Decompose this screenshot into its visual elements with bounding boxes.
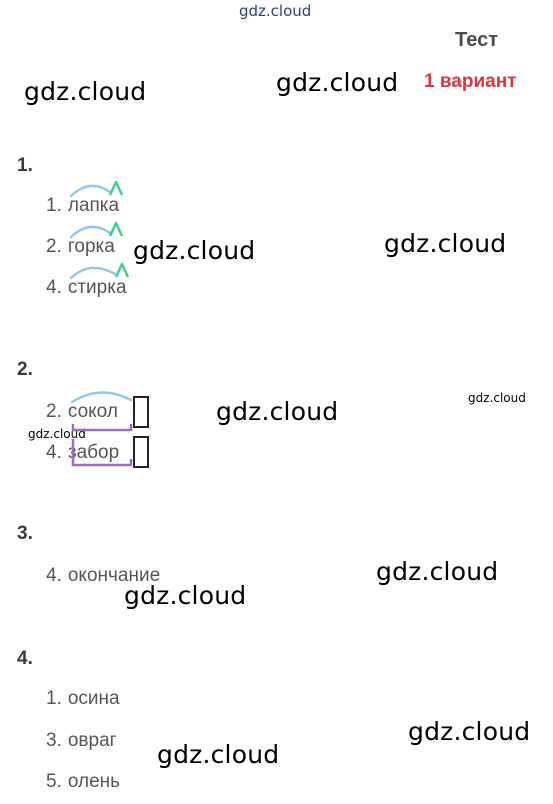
- answer-item: 2.сокол: [46, 401, 118, 423]
- answer-item: 4.окончание: [46, 565, 160, 587]
- question-number: 2.: [17, 359, 33, 380]
- suffix-mark: [108, 180, 124, 196]
- watermark: gdz.cloud: [408, 717, 531, 746]
- watermark-small: gdz.cloud: [468, 391, 526, 405]
- answer-word: олень: [67, 771, 121, 792]
- answer-word: стирка: [67, 277, 127, 298]
- watermark: gdz.cloud: [133, 236, 256, 265]
- watermark: gdz.cloud: [276, 68, 399, 97]
- answer-word: забор: [67, 442, 120, 463]
- question-number: 1.: [17, 155, 33, 176]
- watermark: gdz.cloud: [24, 77, 147, 106]
- suffix-mark: [108, 221, 124, 237]
- answer-item: 2.горка: [46, 236, 115, 258]
- answer-item: 4.забор: [46, 442, 119, 464]
- watermark: gdz.cloud: [376, 557, 499, 586]
- answer-item: 1.осина: [46, 688, 120, 710]
- question-number: 4.: [17, 648, 33, 669]
- answer-number: 2.: [46, 236, 62, 257]
- answer-number: 4.: [46, 442, 62, 463]
- page-title: Тест: [455, 29, 498, 51]
- answer-item: 4.стирка: [46, 277, 127, 299]
- answer-number: 4.: [46, 277, 62, 298]
- watermark-top: gdz.cloud: [239, 2, 312, 20]
- answer-word: овраг: [67, 730, 117, 751]
- answer-item: 1.лапка: [46, 195, 119, 217]
- ending-box: [133, 396, 149, 428]
- question-number: 3.: [17, 523, 33, 544]
- answer-word: окончание: [67, 565, 161, 586]
- answer-word: горка: [67, 236, 115, 257]
- answer-word: осина: [67, 688, 120, 709]
- answer-number: 4.: [46, 565, 62, 586]
- variant-label: 1 вариант: [424, 71, 517, 92]
- answer-number: 1.: [46, 688, 62, 709]
- answer-number: 1.: [46, 195, 62, 216]
- watermark: gdz.cloud: [157, 740, 280, 769]
- answer-number: 5.: [46, 771, 62, 792]
- answer-word: сокол: [67, 401, 118, 422]
- answer-number: 3.: [46, 730, 62, 751]
- ending-box: [133, 436, 149, 468]
- suffix-mark: [114, 262, 130, 278]
- answer-word: лапка: [67, 195, 120, 216]
- watermark-small: gdz.cloud: [28, 427, 86, 441]
- answer-item: 3.овраг: [46, 730, 117, 752]
- answer-number: 2.: [46, 401, 62, 422]
- watermark: gdz.cloud: [216, 397, 339, 426]
- watermark: gdz.cloud: [124, 581, 247, 610]
- answer-item: 5.олень: [46, 771, 120, 793]
- watermark: gdz.cloud: [384, 229, 507, 258]
